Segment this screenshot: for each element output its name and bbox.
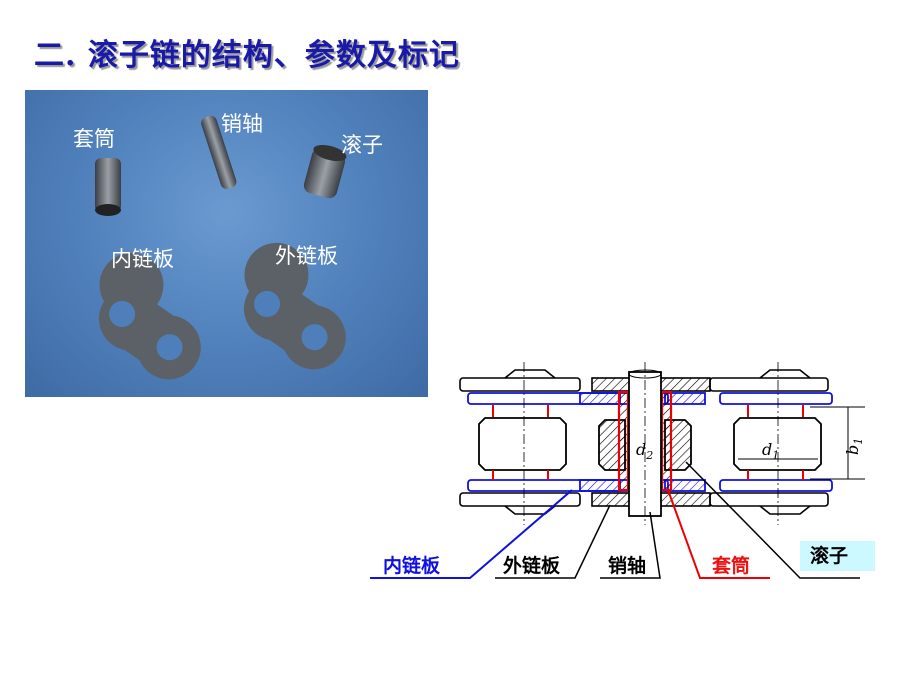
photo-label-bushing: 套筒 <box>73 127 115 151</box>
dim-b1: b1 <box>843 438 865 455</box>
dim-d2: d2 <box>636 440 653 462</box>
center-lines <box>523 362 779 525</box>
callout-inner-plate: 内链板 <box>383 555 441 577</box>
callout-leaders <box>370 461 860 579</box>
roller-gaps <box>492 405 804 480</box>
photo-label-outer-plate: 外链板 <box>275 244 338 268</box>
bushing <box>617 390 673 492</box>
roller-part <box>303 144 347 199</box>
callout-pin: 销轴 <box>608 555 647 577</box>
callout-bushing: 套筒 <box>712 555 751 577</box>
outer-plate-part <box>243 242 346 370</box>
page-title: 二. 滚子链的结构、参数及标记 <box>34 38 460 73</box>
callout-roller: 滚子 <box>800 541 875 571</box>
dimension-lines <box>738 406 865 480</box>
inner-plate-part <box>98 252 201 380</box>
bushing-part <box>95 158 121 216</box>
pin-part <box>201 115 237 189</box>
chain-parts-photo: 套筒 销轴 滚子 内链板 外链板 <box>25 90 428 397</box>
dim-d1: d1 <box>762 440 779 462</box>
photo-label-roller: 滚子 <box>341 133 383 157</box>
photo-label-inner-plate: 内链板 <box>111 247 174 271</box>
callout-outer-plate: 外链板 <box>503 555 561 577</box>
chain-parts-illustration <box>95 115 347 380</box>
photo-label-pin: 销轴 <box>221 112 263 136</box>
